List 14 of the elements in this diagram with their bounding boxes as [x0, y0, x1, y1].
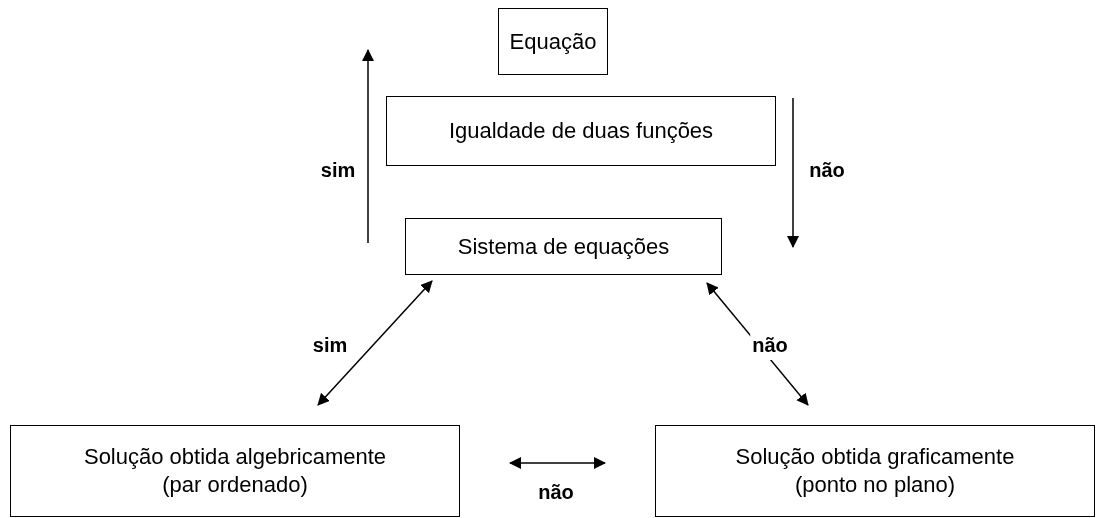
- text-box: [10, 425, 460, 517]
- text-box: [405, 218, 722, 275]
- box-text: Igualdade de duas funções: [448, 117, 714, 145]
- text-box: [386, 96, 776, 166]
- text-box: [498, 8, 608, 75]
- box-text: Sistema de equações: [457, 232, 670, 261]
- box-text: Equação: [509, 27, 597, 56]
- arrow-label: sim: [319, 158, 357, 183]
- arrow: [509, 457, 606, 469]
- arrow-label: não: [808, 158, 846, 183]
- arrow: [317, 280, 433, 406]
- box-text: Solução obtida algebricamente (par ordenado): [82, 443, 388, 499]
- box-text: Solução obtida graficamente (ponto no plano): [734, 443, 1016, 499]
- text-box: [655, 425, 1095, 517]
